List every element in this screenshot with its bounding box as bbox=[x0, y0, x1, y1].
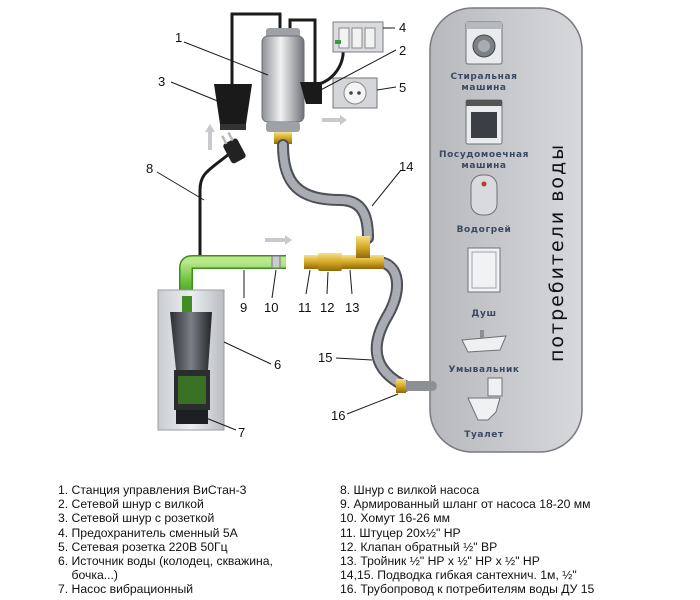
wall-socket bbox=[332, 77, 378, 109]
callout-6: 6 bbox=[274, 357, 281, 372]
legend-item-13: 13. Тройник ½" НР х ½" НР х ½" НР bbox=[340, 554, 540, 569]
callout-4: 4 bbox=[399, 20, 406, 35]
callout-8: 8 bbox=[146, 161, 153, 176]
legend-item-12: 12. Клапан обратный ½" ВР bbox=[340, 539, 498, 554]
consumer-label-toilet: Туалет bbox=[464, 430, 504, 440]
legend-item-11: 11. Штуцер 20х½" НР bbox=[340, 525, 461, 540]
legend-item-3: 3. Сетевой шнур с розеткой bbox=[58, 511, 215, 526]
toilet-icon bbox=[467, 377, 503, 421]
consumer-label-washing-machine-1: Стиральная bbox=[451, 72, 518, 82]
legend-right: 8. Шнур с вилкой насоса 9. Армированный … bbox=[340, 483, 670, 597]
legend-item-16: 16. Трубопровод к потребителям воды ДУ 1… bbox=[340, 582, 595, 597]
callout-14: 14 bbox=[399, 159, 413, 174]
legend-item-6: 6. Источник воды (колодец, скважина, bbox=[58, 554, 273, 569]
callout-9: 9 bbox=[240, 300, 247, 315]
callout-1: 1 bbox=[175, 30, 182, 45]
legend-item-14-15: 14,15. Подводка гибкая сантехнич. 1м, ½" bbox=[340, 568, 577, 583]
callout-12: 12 bbox=[320, 300, 334, 315]
consumers-title: потребители воды bbox=[546, 143, 568, 362]
callout-2: 2 bbox=[399, 43, 406, 58]
reinforced-hose bbox=[179, 255, 286, 300]
tee-assembly bbox=[304, 236, 384, 271]
consumer-label-washbasin: Умывальник bbox=[448, 365, 519, 375]
consumer-label-dishwasher-2: машина bbox=[461, 161, 506, 171]
washbasin-icon bbox=[461, 330, 507, 353]
consumer-label-water-heater: Водогрей bbox=[457, 225, 512, 235]
socket-cord-plug bbox=[214, 84, 252, 130]
legend-item-10: 10. Хомут 16-26 мм bbox=[340, 511, 450, 526]
legend-item-6-cont: бочка...) bbox=[58, 568, 118, 583]
fuse-box bbox=[332, 21, 384, 53]
control-station bbox=[261, 28, 305, 144]
legend-item-4: 4. Предохранитель сменный 5А bbox=[58, 525, 238, 540]
callout-11: 11 bbox=[298, 300, 312, 315]
water-supply-diagram: 1 2 3 4 5 6 7 8 9 10 11 12 13 14 15 16 bbox=[146, 7, 583, 453]
consumer-label-shower: Душ bbox=[471, 309, 496, 319]
consumer-labels: Стиральная машина Посудомоечная машина В… bbox=[439, 72, 529, 440]
consumer-label-washing-machine-2: машина bbox=[461, 83, 506, 93]
flexible-hoses bbox=[277, 139, 437, 392]
legend-left: 1. Станция управления ВиСтан-3 2. Сетево… bbox=[58, 483, 328, 597]
legend-item-1: 1. Станция управления ВиСтан-3 bbox=[58, 483, 247, 497]
station-cord-plug bbox=[300, 82, 322, 104]
callout-15: 15 bbox=[318, 350, 332, 365]
callout-5: 5 bbox=[399, 80, 406, 95]
pipe-fitting-16 bbox=[396, 379, 406, 393]
vibration-pump bbox=[170, 296, 212, 424]
legend-item-8: 8. Шнур с вилкой насоса bbox=[340, 483, 480, 497]
water-heater-icon bbox=[470, 174, 498, 216]
callout-13: 13 bbox=[345, 300, 359, 315]
washing-machine-icon bbox=[465, 21, 503, 65]
legend-item-5: 5. Сетевая розетка 220В 50Гц bbox=[58, 539, 228, 554]
legend-item-2: 2. Сетевой шнур с вилкой bbox=[58, 497, 204, 512]
callout-7: 7 bbox=[238, 425, 245, 440]
legend-item-9: 9. Армированный шланг от насоса 18-20 мм bbox=[340, 497, 591, 512]
callout-10: 10 bbox=[264, 300, 278, 315]
pump-cord-plug bbox=[221, 131, 246, 164]
flow-arrows bbox=[205, 115, 347, 245]
callout-numbers: 1 2 3 4 5 6 7 8 9 10 11 12 13 14 15 16 bbox=[146, 20, 413, 440]
legend-item-7: 7. Насос вибрационный bbox=[58, 582, 194, 597]
consumer-label-dishwasher-1: Посудомоечная bbox=[439, 150, 529, 160]
callout-leaders bbox=[156, 27, 402, 431]
callout-16: 16 bbox=[331, 408, 345, 423]
callout-3: 3 bbox=[158, 74, 165, 89]
dishwasher-icon bbox=[465, 99, 503, 145]
shower-icon bbox=[467, 247, 501, 293]
